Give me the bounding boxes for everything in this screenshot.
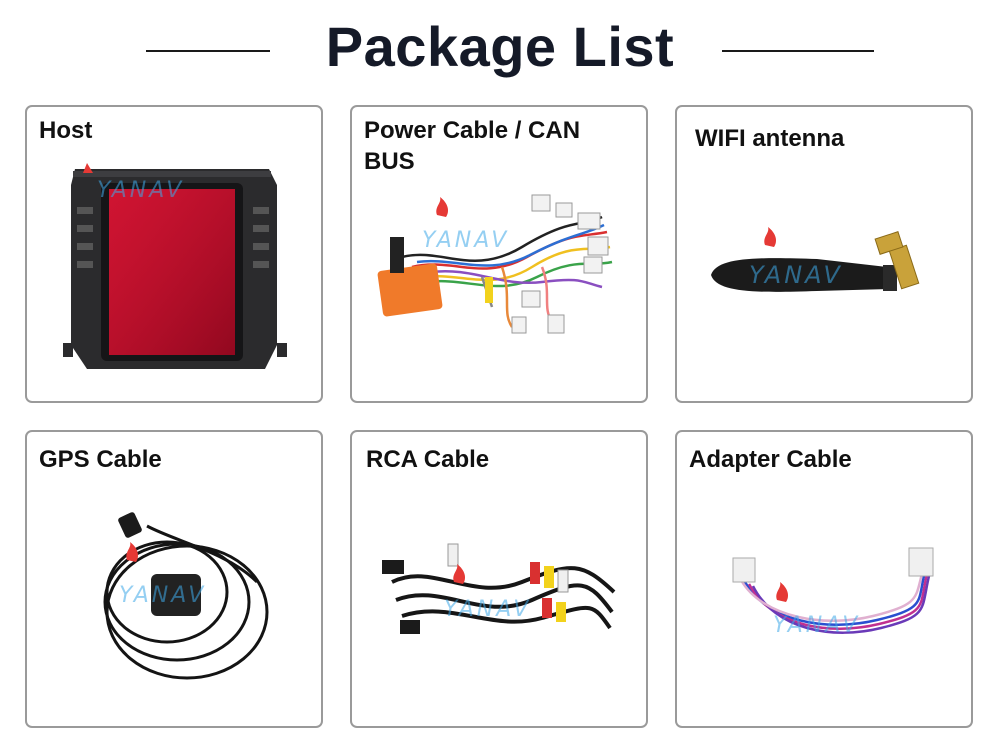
watermark-text: YANAV	[97, 178, 184, 203]
item-card-adapter-cable: YANAV Adapter Cable	[675, 430, 973, 728]
title-rule-left	[146, 50, 270, 52]
adapter-cable-image: YANAV	[732, 547, 934, 638]
item-card-rca-cable: YANAV RCA Cable	[350, 430, 648, 728]
title-rule-right	[722, 50, 874, 52]
watermark-text: YANAV	[444, 597, 531, 622]
item-label-wifi-antenna: WIFI antenna	[695, 125, 845, 152]
item-card-power-cable: YANAV Power Cable / CAN BUS	[350, 105, 648, 403]
rca-cable-image: YANAV	[382, 543, 616, 634]
item-label-power-cable: Power Cable / CAN BUS	[364, 117, 581, 175]
item-card-wifi-antenna: YANAV WIFI antenna	[675, 105, 973, 403]
host-unit-image: YANAV	[63, 163, 287, 369]
wifi-antenna-image: YANAV	[711, 227, 920, 292]
watermark-text: YANAV	[749, 261, 843, 289]
watermark-text: YANAV	[422, 228, 509, 253]
watermark-text: YANAV	[119, 583, 206, 608]
item-label-host: Host	[39, 117, 93, 144]
item-card-host: YANAV Host	[25, 105, 323, 403]
page-title: Package List	[325, 15, 675, 78]
gps-cable-image: YANAV	[103, 512, 269, 680]
item-label-rca-cable: RCA Cable	[366, 446, 490, 473]
header: Package List	[0, 0, 1000, 100]
watermark-text: YANAV	[773, 613, 860, 638]
item-card-gps-cable: YANAV GPS Cable	[25, 430, 323, 728]
item-label-adapter-cable: Adapter Cable	[689, 446, 852, 473]
power-cable-image: YANAV	[377, 194, 613, 334]
item-label-gps-cable: GPS Cable	[39, 446, 162, 473]
